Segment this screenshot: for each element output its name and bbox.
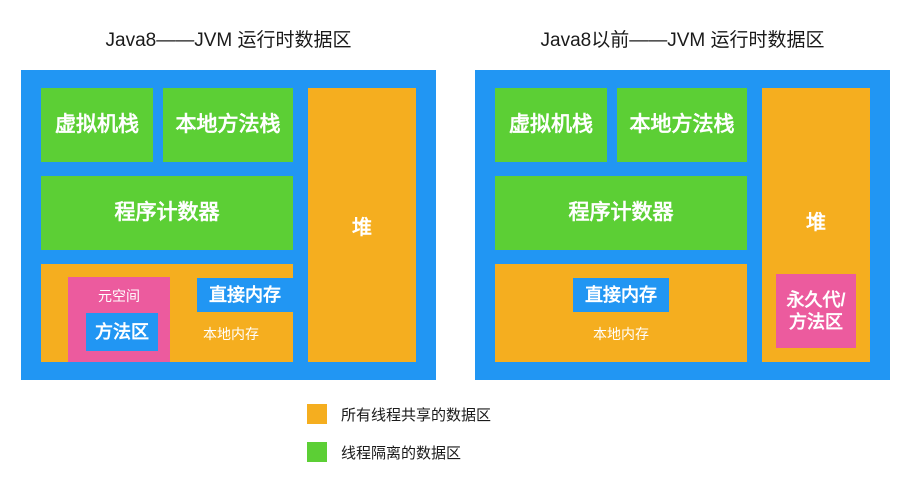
left-native-memory-label: 本地内存 bbox=[203, 326, 259, 342]
right-heap-label: 堆 bbox=[806, 212, 826, 234]
legend-label-shared: 所有线程共享的数据区 bbox=[341, 406, 492, 424]
right-permgen-label-line2: 方法区 bbox=[789, 312, 843, 332]
shared-area-swatch-icon bbox=[307, 404, 327, 424]
legend-item-thread-private: 线程隔离的数据区 bbox=[307, 442, 491, 462]
right-native-method-stack-block: 本地方法栈 bbox=[617, 88, 747, 162]
legend: 所有线程共享的数据区 线程隔离的数据区 bbox=[307, 404, 491, 480]
left-native-memory-block: 元空间 方法区 直接内存 本地内存 bbox=[41, 264, 293, 362]
left-program-counter-block: 程序计数器 bbox=[41, 176, 293, 250]
jvm-runtime-data-area-java8-panel: 虚拟机栈 本地方法栈 程序计数器 元空间 方法区 直接内存 本地内存 堆 bbox=[21, 70, 436, 380]
right-program-counter-block: 程序计数器 bbox=[495, 176, 747, 250]
left-metaspace-block: 元空间 方法区 bbox=[68, 277, 170, 362]
left-method-area-block: 方法区 bbox=[86, 313, 158, 351]
legend-item-shared: 所有线程共享的数据区 bbox=[307, 404, 491, 424]
right-native-memory-block: 直接内存 本地内存 bbox=[495, 264, 747, 362]
right-direct-memory-block: 直接内存 bbox=[573, 278, 669, 312]
left-heap-block: 堆 bbox=[308, 88, 416, 362]
left-vm-stack-block: 虚拟机栈 bbox=[41, 88, 153, 162]
left-metaspace-label: 元空间 bbox=[98, 288, 140, 304]
right-panel-title: Java8以前——JVM 运行时数据区 bbox=[540, 30, 825, 51]
right-permgen-method-area-block: 永久代/ 方法区 bbox=[776, 274, 856, 348]
left-panel-title: Java8——JVM 运行时数据区 bbox=[105, 30, 352, 51]
right-permgen-label-line1: 永久代/ bbox=[786, 289, 846, 310]
left-direct-memory-block: 直接内存 bbox=[197, 278, 293, 312]
jvm-runtime-data-area-pre-java8-panel: 虚拟机栈 本地方法栈 程序计数器 直接内存 本地内存 堆 永久代/ 方法区 bbox=[475, 70, 890, 380]
legend-label-thread-private: 线程隔离的数据区 bbox=[341, 444, 462, 462]
left-native-method-stack-block: 本地方法栈 bbox=[163, 88, 293, 162]
right-native-memory-label: 本地内存 bbox=[593, 326, 649, 342]
thread-private-swatch-icon bbox=[307, 442, 327, 462]
right-vm-stack-block: 虚拟机栈 bbox=[495, 88, 607, 162]
right-heap-block: 堆 永久代/ 方法区 bbox=[762, 88, 870, 362]
